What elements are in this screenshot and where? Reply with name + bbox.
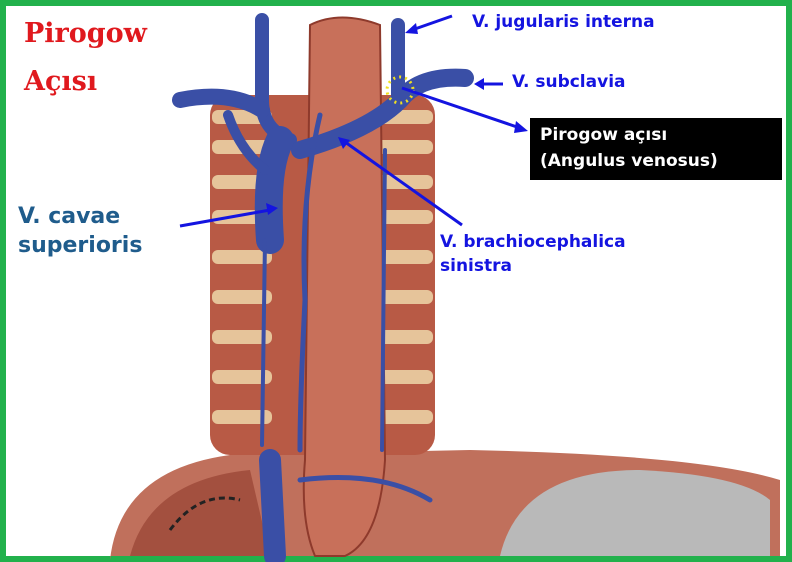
- label-jugularis-interna: V. jugularis interna: [472, 12, 655, 32]
- stomach: [500, 470, 770, 556]
- pirogow-box-line1: Pirogow açısı: [540, 125, 668, 145]
- label-cava-superior: V. cavae superioris: [18, 202, 142, 260]
- pirogow-box-line2: (Angulus venosus): [540, 151, 718, 171]
- label-brachiocephalica: V. brachiocephalica sinistra: [440, 230, 626, 278]
- title-line2: Açısı: [24, 66, 98, 97]
- label-subclavia: V. subclavia: [512, 72, 626, 92]
- brachio-line2: sinistra: [440, 256, 512, 276]
- title-line1: Pirogow: [24, 18, 147, 49]
- dashed-curve: [168, 496, 241, 531]
- pirogow-angle-box: Pirogow açısı (Angulus venosus): [530, 118, 782, 180]
- label-arrows: [179, 14, 528, 228]
- cava-line2: superioris: [18, 233, 143, 258]
- veins: [172, 13, 474, 562]
- pirogow-angle-marker: [385, 75, 415, 105]
- cava-line1: V. cavae: [18, 204, 121, 229]
- esophagus: [302, 16, 387, 557]
- brachio-line1: V. brachiocephalica: [440, 232, 626, 252]
- liver: [130, 470, 270, 556]
